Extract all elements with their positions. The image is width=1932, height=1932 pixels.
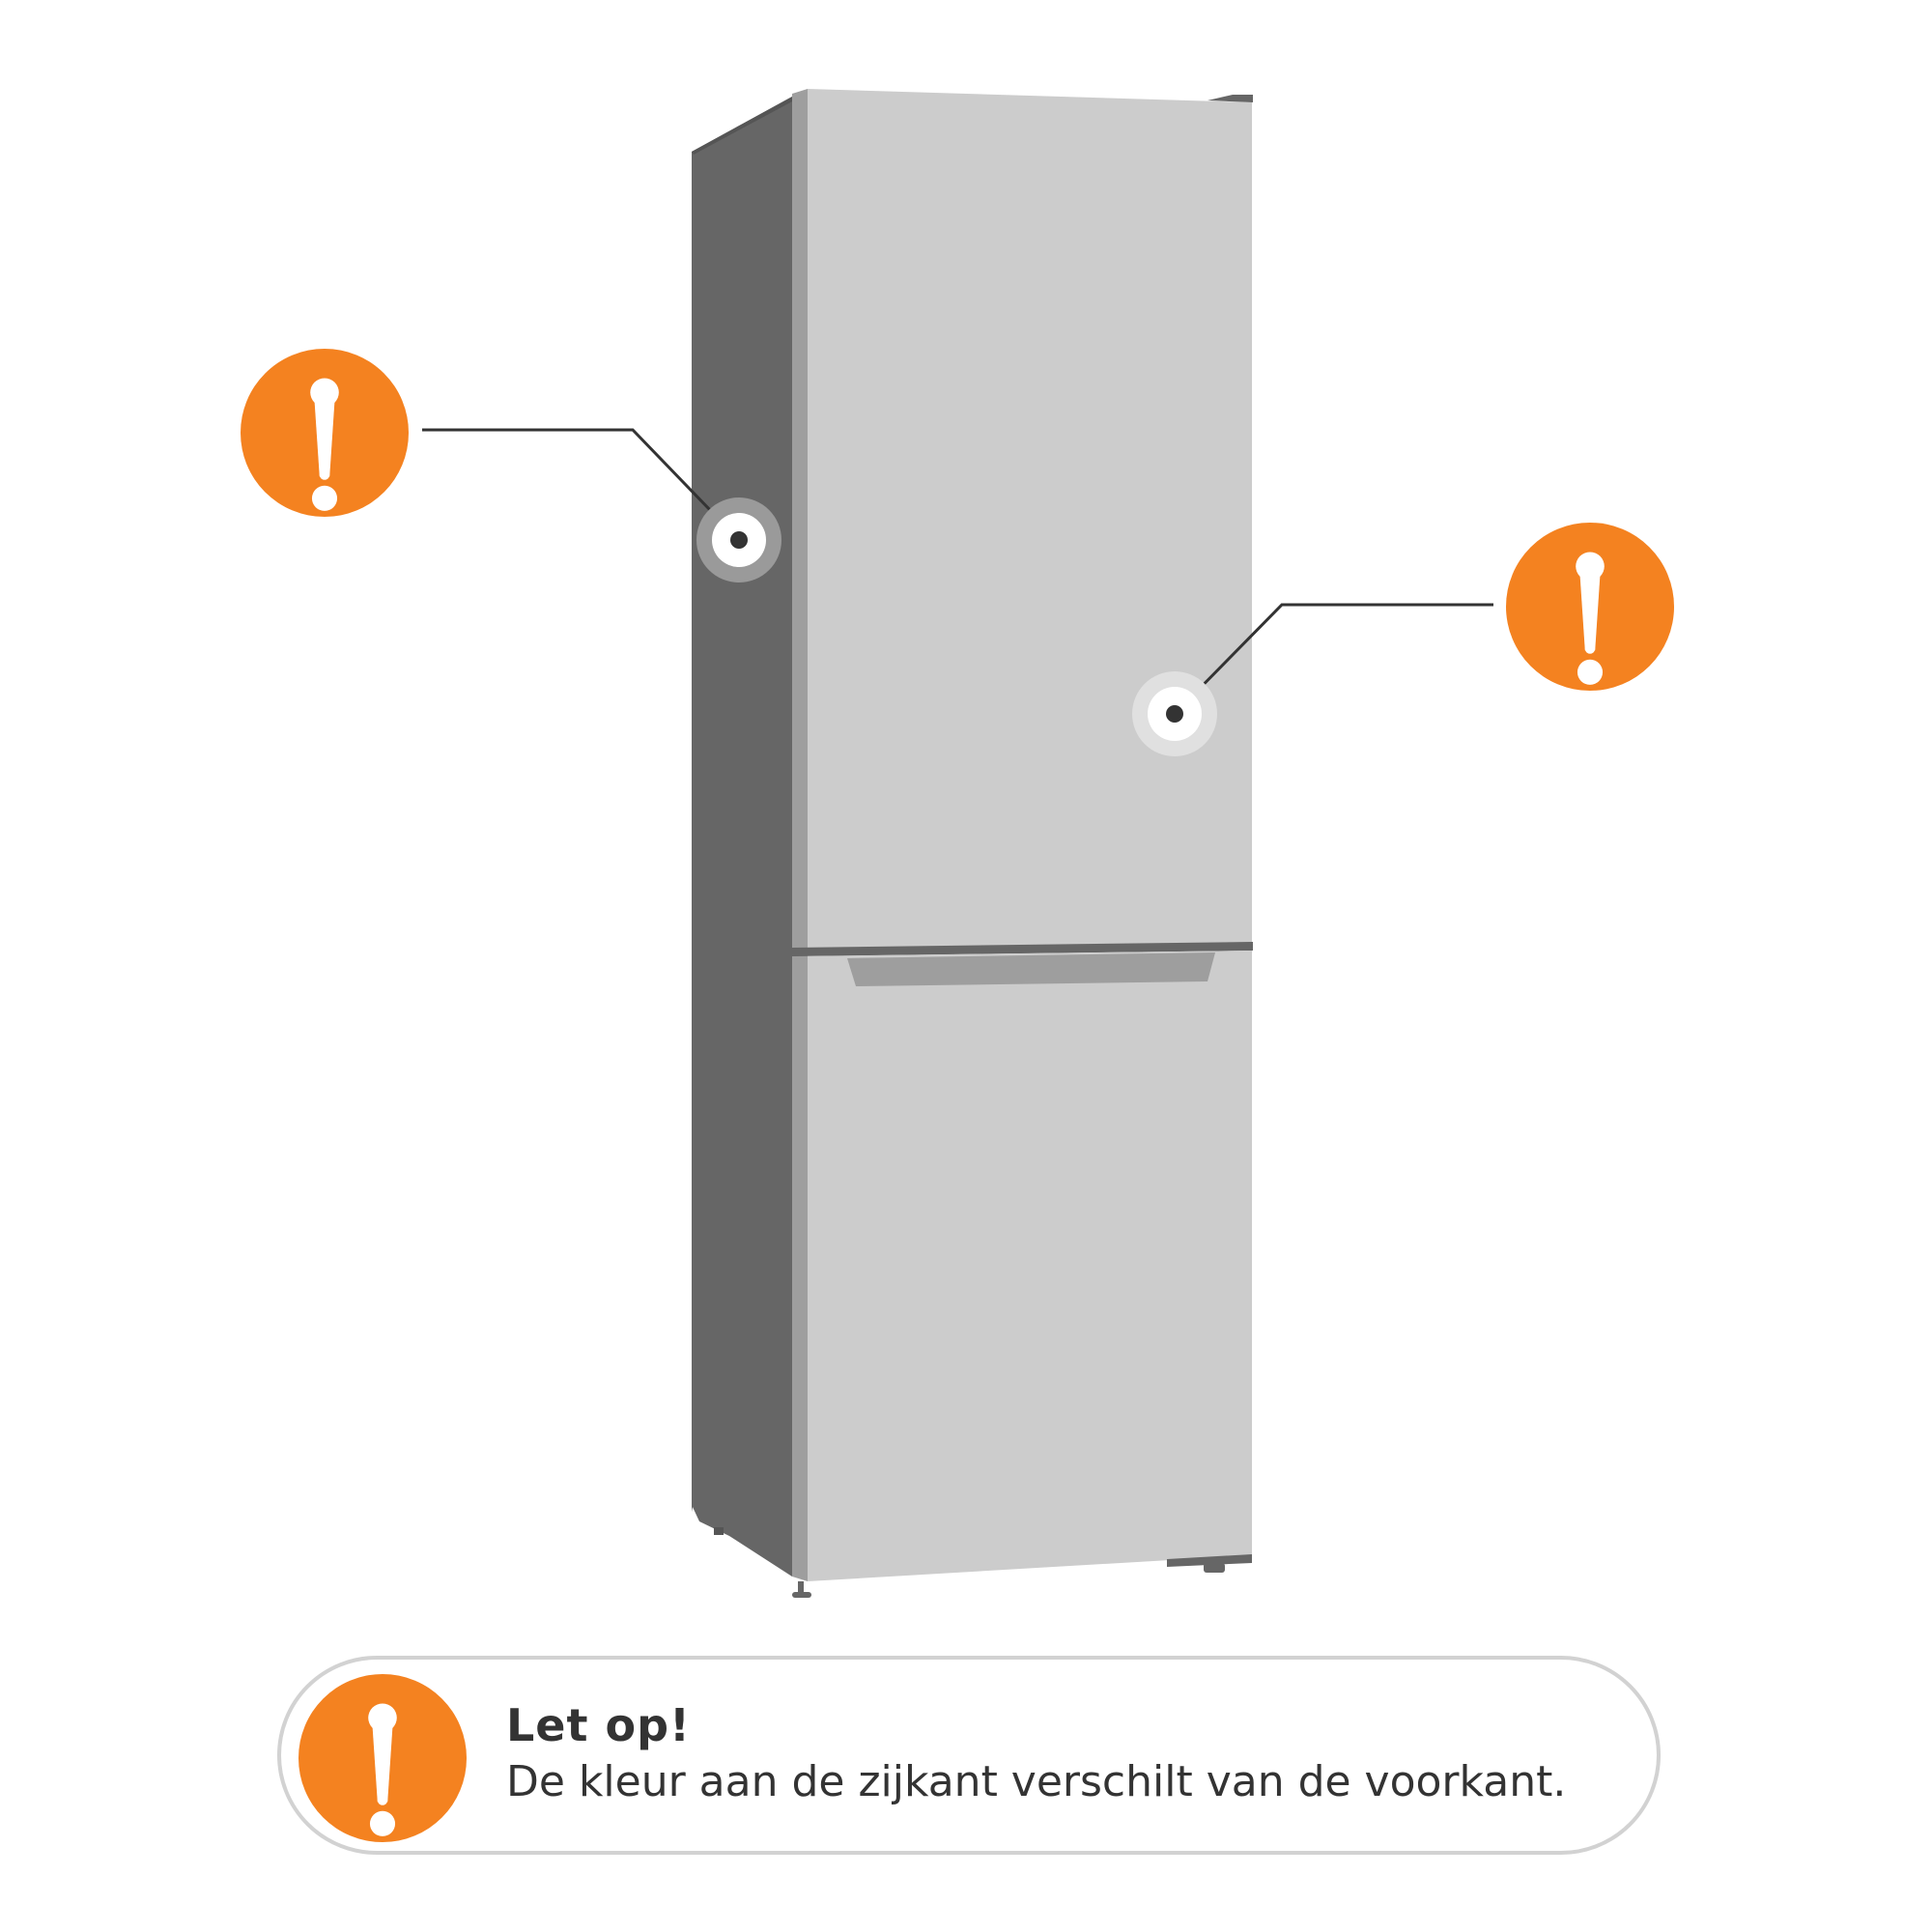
notice-message: De kleur aan de zijkant verschilt van de… <box>506 1757 1567 1806</box>
door-gap <box>792 942 1253 956</box>
exclamation-icon <box>1506 523 1674 691</box>
exclamation-icon <box>241 349 409 517</box>
notice-banner: Let op! De kleur aan de zijkant verschil… <box>277 1656 1661 1855</box>
notice-text: Let op! De kleur aan de zijkant verschil… <box>506 1698 1618 1812</box>
exclamation-icon <box>298 1674 467 1842</box>
fridge-side-panel <box>692 97 794 1577</box>
fridge-top-door <box>808 89 1252 951</box>
fridge-top-hinge <box>1208 95 1253 102</box>
fridge-front-edge <box>792 89 808 1581</box>
fridge-feet <box>792 1554 1252 1598</box>
callout-front <box>1132 603 1493 756</box>
callout-side <box>422 428 781 582</box>
freezer-handle <box>847 952 1215 986</box>
fridge-bottom-door <box>808 951 1252 1581</box>
notice-title: Let op! <box>506 1699 692 1751</box>
